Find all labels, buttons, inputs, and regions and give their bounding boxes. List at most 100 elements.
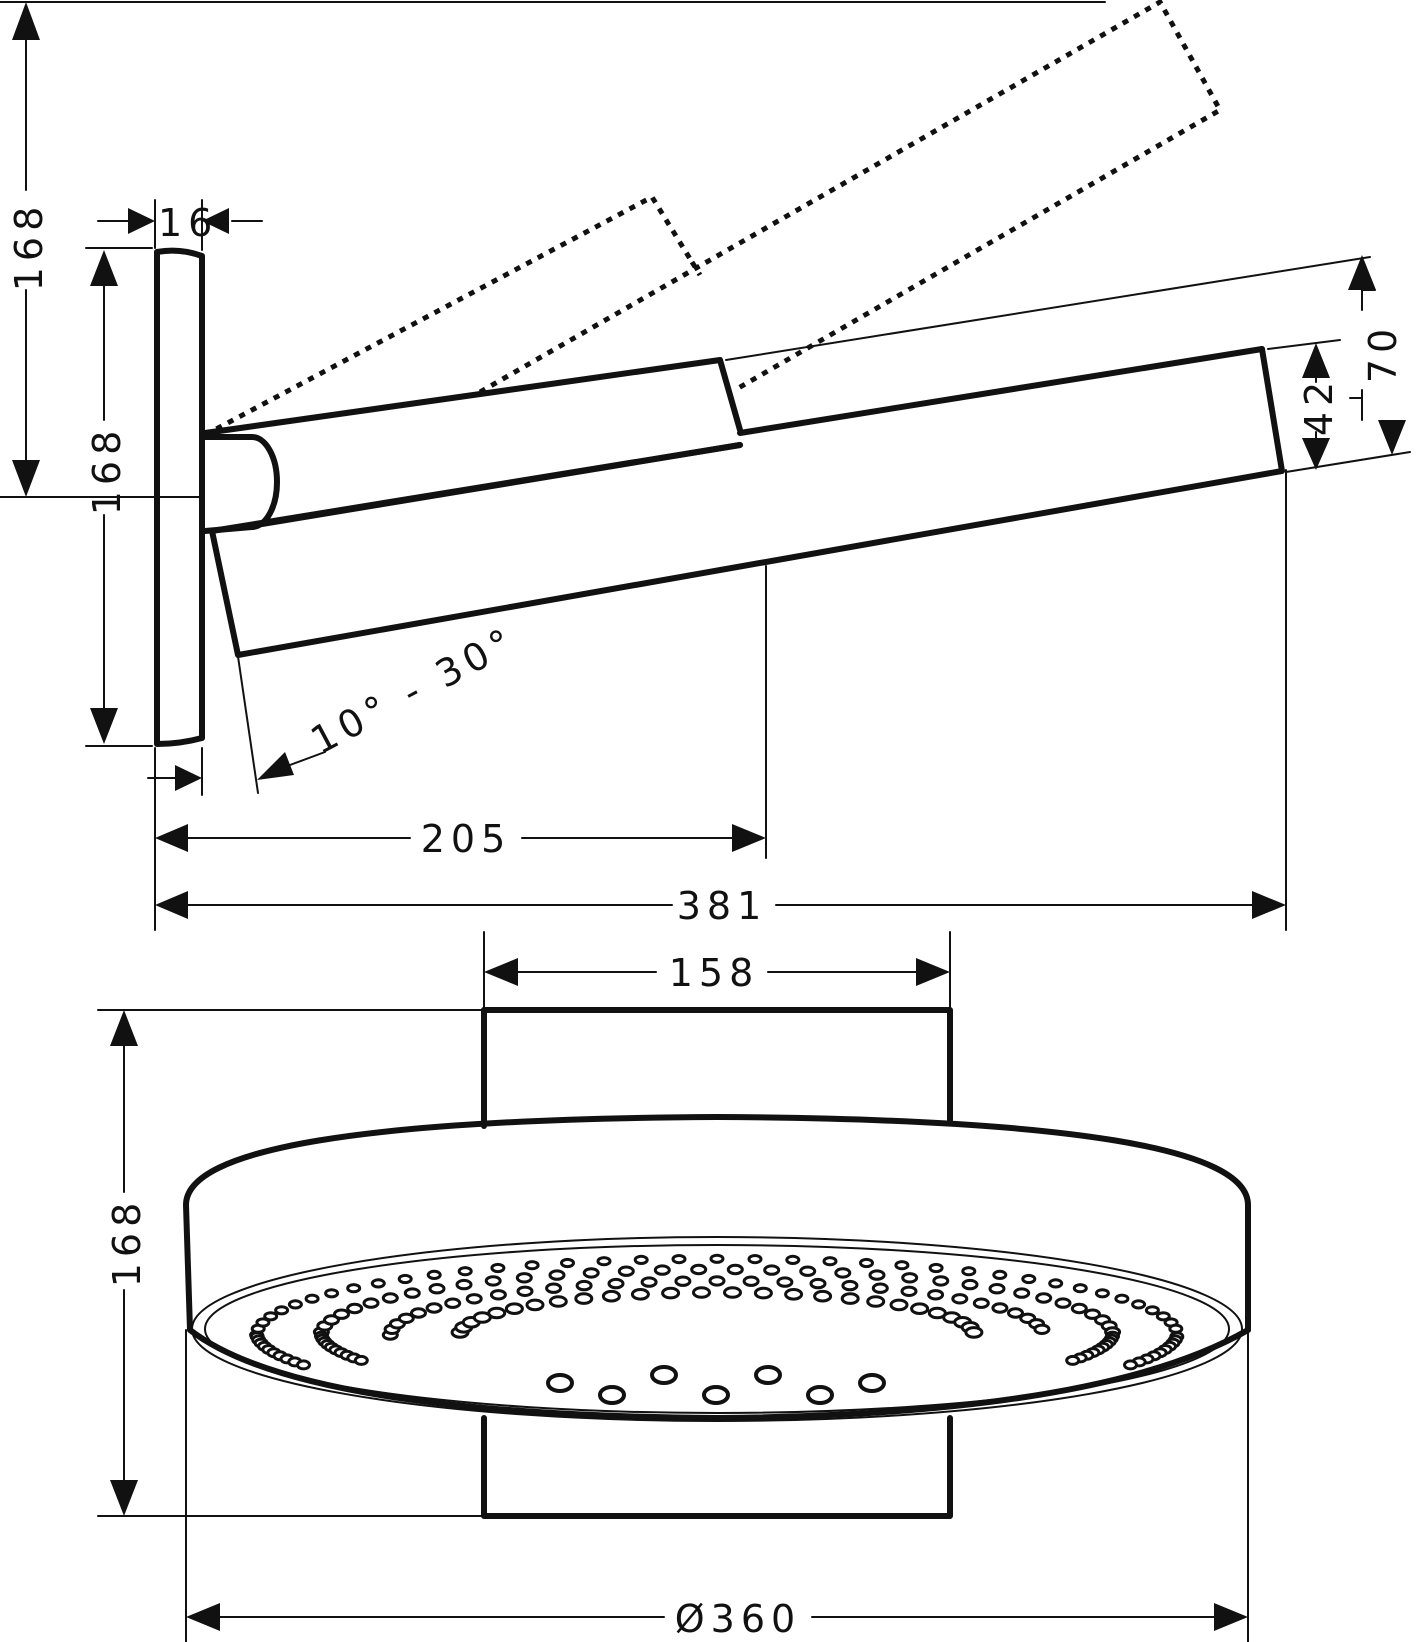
nozzle (1131, 1299, 1147, 1310)
arrow-right (1252, 891, 1286, 919)
nozzle (545, 1282, 563, 1294)
nozzle (841, 1279, 859, 1292)
extension-line-42-top (1267, 339, 1341, 350)
nozzle (910, 1302, 930, 1315)
extension-line-70-bottom (1285, 451, 1411, 473)
nozzle (596, 1256, 612, 1267)
arrow-down (12, 460, 40, 497)
arrow-left (484, 958, 518, 986)
nozzle (723, 1286, 742, 1299)
nozzle (894, 1260, 910, 1271)
nozzle (653, 1264, 671, 1276)
nozzle (630, 1288, 650, 1301)
nozzle (324, 1288, 340, 1299)
nozzle (806, 1385, 834, 1405)
nozzle (1033, 1323, 1051, 1336)
nozzle (1144, 1305, 1160, 1316)
nozzle (742, 1275, 760, 1287)
side-view: 168 168 16 10° - 30° 205 381 (0, 0, 1411, 931)
arrow-up (1302, 343, 1330, 378)
nozzle (490, 1262, 506, 1274)
nozzle (866, 1295, 886, 1308)
nozzle (255, 1317, 271, 1328)
nozzle (397, 1273, 413, 1285)
arrow-up (110, 1010, 138, 1046)
tilt-outline-head (478, 0, 1224, 395)
nozzle (574, 1292, 594, 1305)
nozzle (333, 1308, 350, 1320)
nozzle (598, 1385, 626, 1405)
dim-168-overall: 168 (7, 201, 51, 292)
dim-168-front: 168 (105, 1197, 149, 1288)
nozzle (1021, 1273, 1037, 1285)
dim-70: 70 (1361, 323, 1405, 383)
nozzle (822, 1256, 838, 1267)
nozzle (650, 1365, 678, 1385)
center-nozzles (546, 1365, 886, 1405)
arrow-up (1348, 255, 1376, 290)
nozzle (370, 1278, 386, 1289)
nozzle (726, 1263, 744, 1276)
nozzle (1007, 1307, 1024, 1319)
nozzle (991, 1302, 1009, 1314)
nozzle (640, 1276, 658, 1288)
nozzle (304, 1293, 320, 1304)
nozzle (607, 1277, 625, 1290)
nozzle (708, 1275, 726, 1287)
nozzle (548, 1295, 568, 1308)
nozzle (1072, 1283, 1088, 1294)
nozzle (548, 1269, 566, 1281)
arm-top-segment (202, 357, 743, 436)
head-top-edge (737, 346, 1265, 436)
nozzle (813, 1289, 833, 1303)
nozzle (692, 1286, 711, 1299)
nozzle (287, 1299, 303, 1310)
nozzle (1070, 1302, 1088, 1315)
nozzle (489, 1289, 507, 1301)
nozzle (455, 1278, 473, 1291)
nozzle (702, 1385, 730, 1405)
front-view: 158 168 Ø360 (97, 931, 1251, 1642)
nozzle (840, 1292, 860, 1305)
shower-disc-inner-ring (204, 1244, 1230, 1414)
arrow-left (155, 824, 188, 852)
arrow-up (12, 2, 40, 40)
nozzle (709, 1253, 725, 1264)
nozzle (560, 1257, 575, 1269)
nozzle (972, 1297, 990, 1309)
nozzle (381, 1292, 399, 1304)
nozzle (487, 1306, 507, 1320)
shower-disc-rim (183, 1114, 1251, 1421)
nozzle (964, 1326, 984, 1339)
arrow-angle (257, 752, 294, 780)
nozzle (633, 1254, 649, 1266)
nozzle (428, 1283, 446, 1295)
nozzle (1123, 1359, 1138, 1371)
nozzle (809, 1277, 827, 1290)
arrow-down (1378, 420, 1406, 455)
arrow-right (128, 208, 155, 234)
nozzle (1054, 1297, 1072, 1309)
nozzle (346, 1302, 364, 1315)
nozzle (988, 1283, 1006, 1295)
dim-168-plate: 168 (85, 425, 129, 516)
nozzle (582, 1267, 600, 1279)
nozzle (504, 1302, 524, 1315)
dim-381: 381 (677, 884, 768, 928)
nozzle (1013, 1287, 1031, 1299)
nozzle (1035, 1292, 1053, 1304)
nozzle (961, 1278, 979, 1291)
nozzle (747, 1254, 763, 1265)
tilt-outline-joint (689, 260, 703, 277)
nozzle (776, 1276, 794, 1288)
nozzle (1155, 1311, 1171, 1322)
nozzle (397, 1312, 415, 1325)
shower-disc-face (191, 1236, 1243, 1422)
nozzle (353, 1354, 369, 1366)
nozzle (1048, 1278, 1064, 1289)
nozzle (484, 1275, 502, 1287)
nozzle (617, 1265, 635, 1277)
nozzle (951, 1293, 969, 1305)
front-plate-top (481, 1007, 953, 1123)
